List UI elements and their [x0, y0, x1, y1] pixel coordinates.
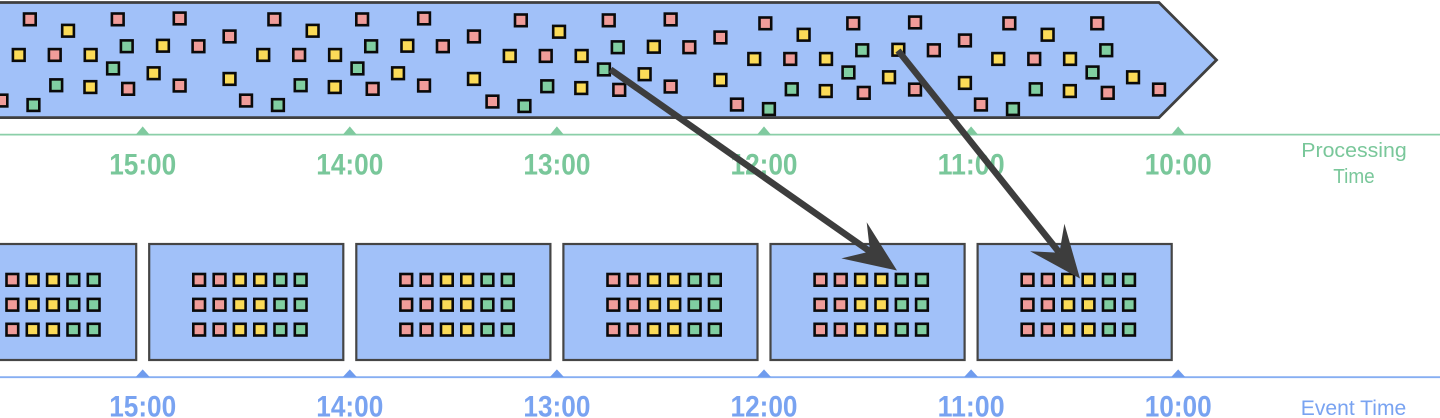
svg-text:14:00: 14:00 — [316, 391, 383, 418]
svg-text:13:00: 13:00 — [523, 391, 590, 418]
svg-text:15:00: 15:00 — [109, 391, 176, 418]
svg-text:10:00: 10:00 — [1145, 391, 1212, 418]
svg-text:Event Time: Event Time — [1301, 397, 1407, 418]
svg-text:11:00: 11:00 — [938, 391, 1005, 418]
svg-text:12:00: 12:00 — [731, 391, 798, 418]
svg-text:13:00: 13:00 — [523, 149, 590, 182]
svg-text:Time: Time — [1333, 166, 1375, 188]
svg-text:Processing: Processing — [1301, 140, 1407, 162]
svg-text:14:00: 14:00 — [316, 149, 383, 182]
svg-text:10:00: 10:00 — [1145, 149, 1212, 182]
svg-text:15:00: 15:00 — [109, 149, 176, 182]
